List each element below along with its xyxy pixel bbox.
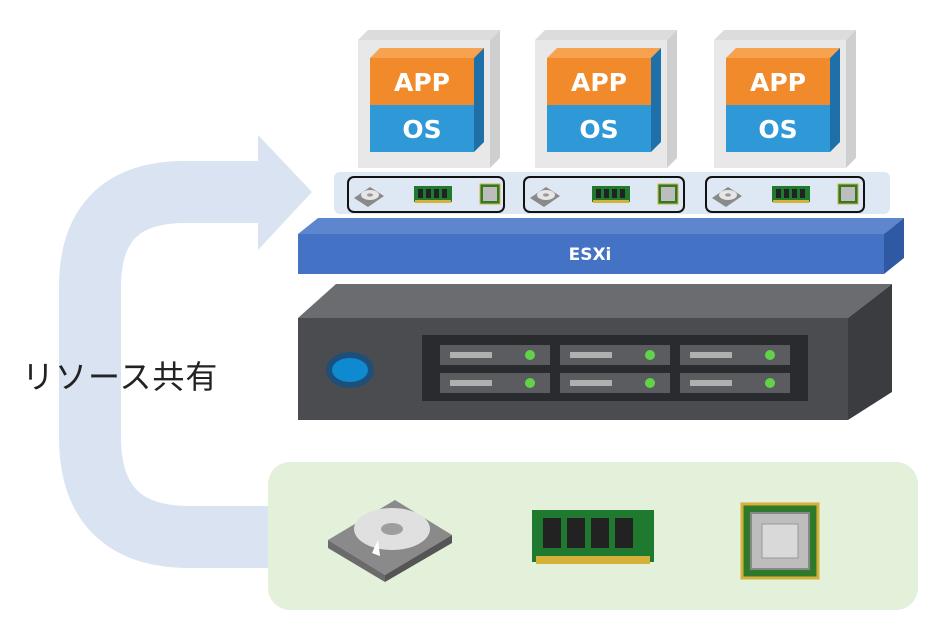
- physical-server: [298, 284, 892, 420]
- os-layer: [726, 105, 830, 152]
- vm-3: APP OS: [714, 30, 856, 168]
- hard-disk-icon: [530, 187, 560, 207]
- vm-1-hardware: [347, 176, 505, 213]
- power-button-icon: [326, 352, 374, 388]
- hard-disk-icon: [712, 187, 742, 207]
- cpu-chip-icon: [479, 183, 501, 205]
- os-label: OS: [402, 115, 441, 144]
- vm-2-hardware: [523, 176, 685, 213]
- resource-share-label: リソース共有: [22, 358, 219, 396]
- esxi-label: ESXi: [569, 245, 612, 265]
- vm-2: APP OS: [535, 30, 677, 168]
- app-layer: [370, 58, 474, 105]
- app-label: APP: [571, 68, 627, 97]
- os-label: OS: [758, 115, 797, 144]
- vm-1: APP OS: [358, 30, 500, 168]
- app-label: APP: [750, 68, 806, 97]
- vm-3-hardware: [705, 176, 865, 213]
- cpu-chip-icon: [657, 183, 679, 205]
- hard-disk-icon: [354, 187, 384, 207]
- memory-module-icon: [592, 186, 630, 203]
- drive-bays: [440, 345, 790, 393]
- memory-module-icon: [532, 510, 654, 564]
- cpu-chip-icon: [740, 502, 820, 580]
- app-label: APP: [394, 68, 450, 97]
- app-layer: [547, 58, 651, 105]
- memory-module-icon: [414, 186, 452, 203]
- os-layer: [370, 105, 474, 152]
- resource-share-arrow: [59, 135, 312, 568]
- esxi-hypervisor-bar: ESXi: [298, 218, 904, 274]
- hard-disk-icon: [328, 500, 452, 582]
- os-layer: [547, 105, 651, 152]
- memory-module-icon: [772, 186, 810, 203]
- os-label: OS: [579, 115, 618, 144]
- app-layer: [726, 58, 830, 105]
- cpu-chip-icon: [837, 183, 859, 205]
